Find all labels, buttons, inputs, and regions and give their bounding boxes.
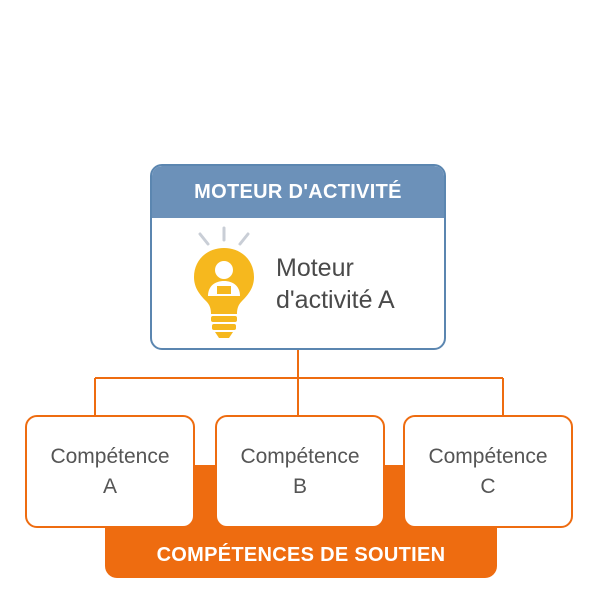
competence-box-c: Compétence C bbox=[403, 415, 573, 528]
competence-a-line2: A bbox=[102, 474, 117, 498]
competence-c-line2: C bbox=[480, 474, 496, 498]
lightbulb-person-icon bbox=[194, 226, 254, 338]
competence-c-line1: Compétence bbox=[428, 444, 548, 468]
competence-box-a: Compétence A bbox=[25, 415, 195, 528]
competence-b-line1: Compétence bbox=[240, 444, 360, 468]
competence-b-line2: B bbox=[292, 474, 307, 498]
driver-label-line1: Moteur bbox=[276, 254, 354, 282]
driver-box: MOTEUR D'ACTIVITÉ Moteur d'activ bbox=[150, 164, 446, 350]
competence-a-line1: Compétence bbox=[50, 444, 170, 468]
competence-box-b: Compétence B bbox=[215, 415, 385, 528]
driver-body: Moteur d'activité A bbox=[152, 218, 444, 348]
driver-header: MOTEUR D'ACTIVITÉ bbox=[152, 166, 444, 218]
driver-label-line2: d'activité A bbox=[276, 286, 395, 314]
support-label: COMPÉTENCES DE SOUTIEN bbox=[156, 543, 446, 566]
driver-label: Moteur d'activité A bbox=[276, 252, 444, 316]
